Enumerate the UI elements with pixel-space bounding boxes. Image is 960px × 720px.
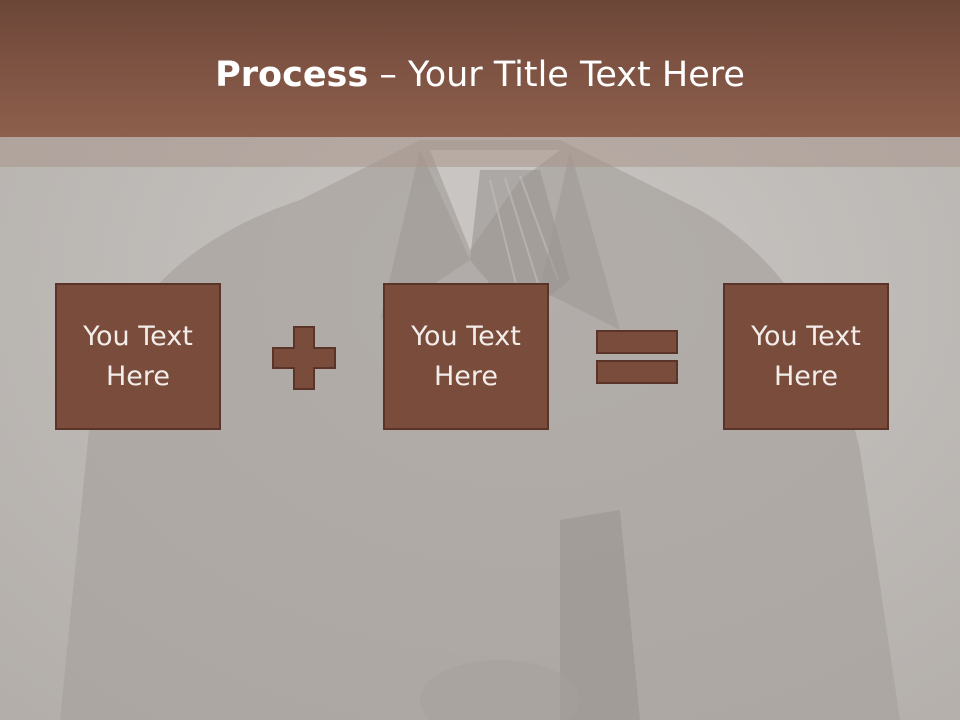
plus-icon <box>272 326 336 390</box>
equals-icon <box>596 330 678 384</box>
title-strip <box>0 137 960 167</box>
title-dash: – <box>368 55 408 95</box>
process-step-label-2: You Text Here <box>411 320 521 392</box>
title-rest: Your Title Text Here <box>407 55 745 95</box>
title-band <box>0 0 960 137</box>
title-bold: Process <box>215 55 369 95</box>
process-step-label-3: You Text Here <box>751 320 861 392</box>
process-step-box-2: You Text Here <box>383 283 549 430</box>
page-title: Process – Your Title Text Here <box>0 52 960 98</box>
process-step-box-1: You Text Here <box>55 283 221 430</box>
process-step-label-1: You Text Here <box>83 320 193 392</box>
process-step-box-3: You Text Here <box>723 283 889 430</box>
